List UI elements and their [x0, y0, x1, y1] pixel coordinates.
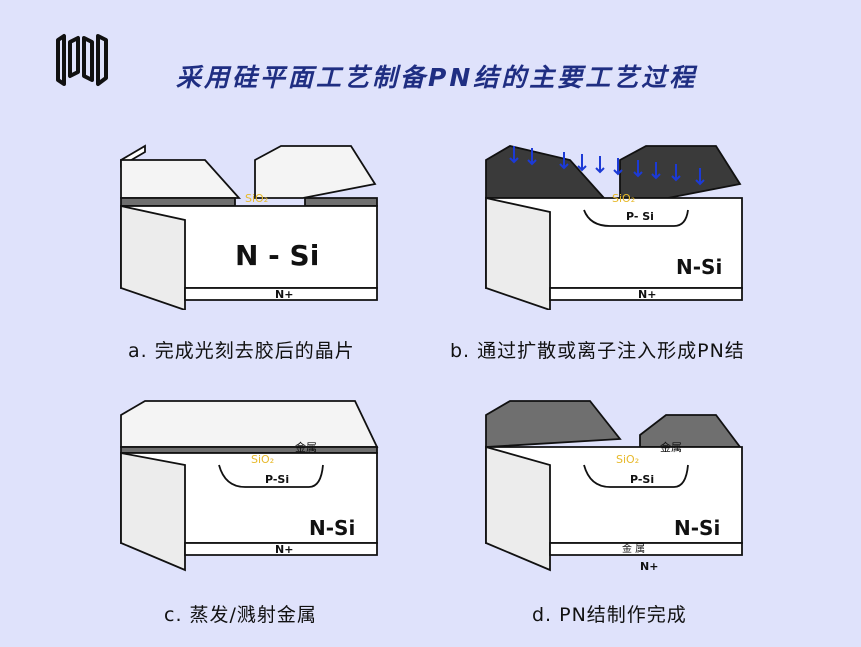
arrow-group — [509, 146, 705, 186]
panel-c-metal-label: 金属 — [295, 440, 317, 454]
panel-a-body-label: N - Si — [235, 239, 319, 272]
panel-a-caption: a. 完成光刻去胶后的晶片 — [128, 340, 355, 362]
panel-c-sio2-label: SiO₂ — [251, 453, 274, 466]
panel-b-nplus-label: N+ — [638, 288, 656, 301]
panel-d-nplus-label: N+ — [640, 560, 658, 573]
panel-c-psi-label: P-Si — [265, 473, 289, 486]
panel-c-caption: c. 蒸发/溅射金属 — [164, 604, 317, 626]
panel-d-diagram: SiO₂ 金属 P-Si N-Si 金 属 N+ — [485, 400, 743, 573]
panel-d-psi-label: P-Si — [630, 473, 654, 486]
panel-a-diagram: SiO₂ N - Si N+ — [120, 144, 378, 310]
panel-d-metal-label: 金属 — [660, 440, 682, 454]
opzd-logo — [56, 34, 108, 86]
panel-a-nplus-label: N+ — [275, 288, 293, 301]
panel-a-sio2-label: SiO₂ — [245, 192, 268, 205]
panel-d-sio2-label: SiO₂ — [616, 453, 639, 466]
panel-d-metal-bottom-label: 金 属 — [622, 542, 645, 555]
page-title: 采用硅平面工艺制备PN结的主要工艺过程 — [176, 63, 698, 92]
panel-d-caption: d. PN结制作完成 — [532, 604, 687, 626]
panel-c-diagram: SiO₂ 金属 P-Si N-Si N+ — [120, 400, 379, 572]
panel-b-caption: b. 通过扩散或离子注入形成PN结 — [450, 340, 745, 362]
panel-b-sio2-label: SiO₂ — [612, 192, 635, 205]
panel-b-diagram: SiO₂ P- Si N-Si N+ — [485, 145, 743, 310]
panel-c-body-label: N-Si — [309, 516, 355, 540]
panel-d-body-label: N-Si — [674, 516, 720, 540]
panel-b-psi-label: P- Si — [626, 210, 654, 223]
panel-c-nplus-label: N+ — [275, 543, 293, 556]
panel-b-body-label: N-Si — [676, 255, 722, 279]
